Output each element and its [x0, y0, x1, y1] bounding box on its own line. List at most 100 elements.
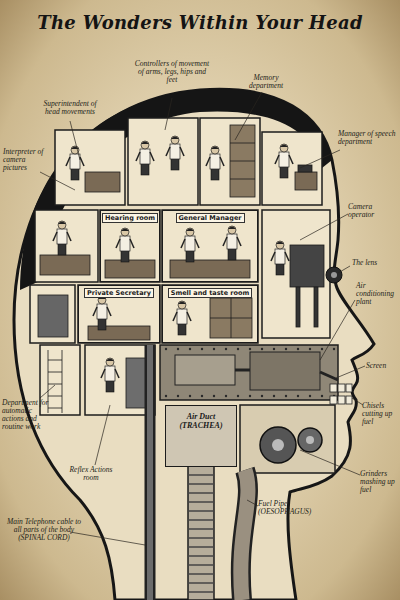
- worker-arm: [180, 147, 184, 156]
- worker-arm: [206, 157, 210, 166]
- worker-shirt: [57, 229, 67, 244]
- leader-line: [247, 500, 258, 506]
- worker-arm: [115, 369, 119, 378]
- worker-head: [171, 136, 179, 144]
- rivet: [177, 395, 179, 397]
- worker-hair: [141, 142, 149, 145]
- camera-stand: [296, 287, 300, 327]
- worker-shirt: [70, 154, 80, 169]
- worker-arm: [187, 312, 191, 321]
- trachea-rings: [188, 475, 214, 592]
- trachea-ring: [188, 546, 214, 548]
- workers: [53, 136, 293, 392]
- worker-shirt: [185, 236, 195, 251]
- rivet: [297, 395, 299, 397]
- room: [55, 130, 125, 205]
- room-box: Smell and taste room: [162, 285, 258, 343]
- worker-shirt: [227, 234, 237, 249]
- rivet: [165, 395, 167, 397]
- room: [100, 210, 160, 282]
- room: [262, 132, 322, 205]
- rivet: [201, 348, 203, 350]
- worker-trousers: [178, 323, 186, 335]
- leader-line: [70, 532, 145, 545]
- worker-hair: [280, 145, 288, 148]
- leader-line: [40, 172, 75, 190]
- rivet: [285, 395, 287, 397]
- rivet: [309, 395, 311, 397]
- grinder-gear: [260, 427, 296, 463]
- room-sign: Hearing room: [102, 213, 158, 223]
- worker-head: [141, 141, 149, 149]
- worker-arm: [107, 307, 111, 316]
- callout-label: Chisels cutting up fuel: [362, 402, 399, 426]
- spinal-cord: [145, 345, 156, 600]
- rivet: [177, 348, 179, 350]
- worker-trousers: [280, 166, 288, 178]
- worker-trousers: [98, 318, 106, 330]
- rivet: [189, 348, 191, 350]
- oesophagus-tube: [241, 470, 248, 600]
- room-box: Private Secretary: [78, 285, 160, 343]
- worker-head: [178, 301, 186, 309]
- worker-arm: [289, 155, 293, 164]
- leader-line: [235, 92, 262, 140]
- rivet: [321, 395, 323, 397]
- worker-arm: [237, 237, 241, 246]
- trachea-ring: [188, 528, 214, 530]
- rivet: [201, 395, 203, 397]
- worker-hair: [211, 147, 219, 150]
- lens: [326, 267, 342, 283]
- callout-label: The lens: [352, 259, 396, 267]
- tooth: [346, 396, 352, 404]
- worker-trousers: [228, 248, 236, 260]
- worker-shirt: [279, 152, 289, 167]
- rivet: [273, 395, 275, 397]
- gear-hub: [272, 439, 284, 451]
- rivet: [297, 348, 299, 350]
- worker-head: [58, 221, 66, 229]
- worker-arm: [223, 237, 227, 246]
- furniture: [38, 125, 324, 413]
- worker-arm: [136, 152, 140, 161]
- rivet: [237, 348, 239, 350]
- oesophagus-inner: [241, 470, 248, 600]
- worker-hair: [178, 302, 186, 305]
- rivet: [261, 395, 263, 397]
- rivet: [321, 348, 323, 350]
- leader-line: [300, 214, 348, 240]
- hair: [20, 89, 332, 290]
- spinal-cord-core: [147, 345, 153, 600]
- desk: [88, 326, 150, 340]
- desk: [105, 260, 155, 278]
- worker-head: [121, 228, 129, 236]
- drawer-line: [231, 298, 232, 338]
- rivet: [333, 348, 335, 350]
- rivet: [273, 348, 275, 350]
- filing-cabinet: [230, 125, 255, 197]
- gear-hub: [306, 436, 314, 444]
- worker-arm: [130, 239, 134, 248]
- worker-trousers: [58, 243, 66, 255]
- worker-trousers: [186, 250, 194, 262]
- worker-arm: [66, 157, 70, 166]
- trachea-ring: [188, 501, 214, 503]
- worker-hair: [58, 222, 66, 225]
- worker-shirt: [177, 309, 187, 324]
- callout-label: Main Telephone cable to all parts of the…: [4, 518, 84, 542]
- ladder-rung: [48, 384, 62, 385]
- camera-body: [290, 245, 324, 287]
- worker-hair: [106, 359, 114, 362]
- leader-line: [352, 398, 363, 405]
- worker-arm: [285, 252, 289, 261]
- tank: [175, 355, 235, 385]
- trachea-ring: [188, 537, 214, 539]
- callout-label: Department for automatic actions and rou…: [2, 399, 50, 431]
- callout-label: Fuel Pipe (OESOPHAGUS): [258, 500, 294, 516]
- ladder-rail: [62, 350, 63, 413]
- desk: [40, 255, 90, 275]
- callout-label: Grinders mashing up fuel: [360, 470, 399, 494]
- worker-head: [106, 358, 114, 366]
- leader-line: [300, 450, 360, 475]
